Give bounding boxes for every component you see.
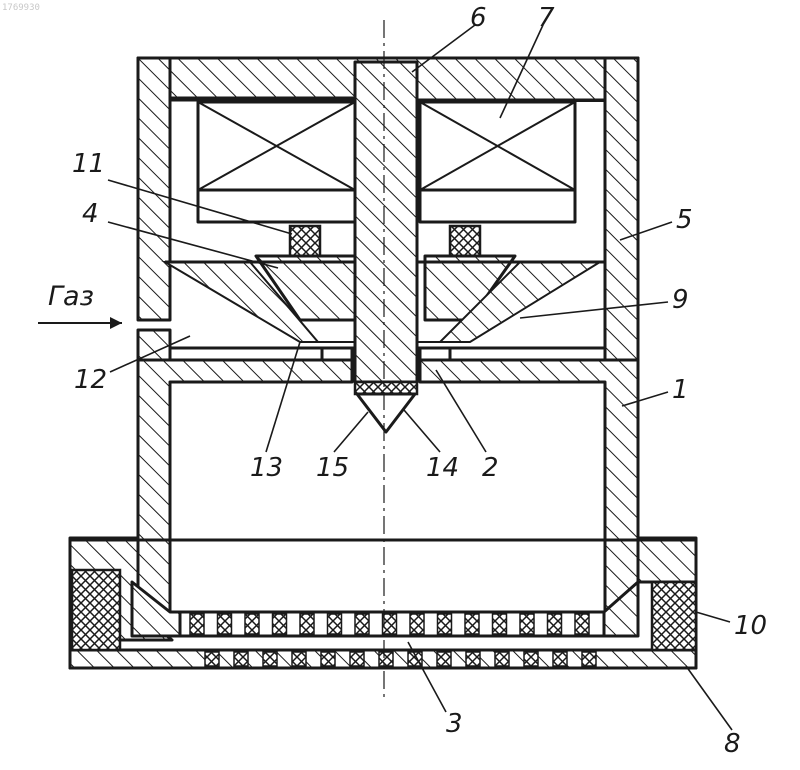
label-3: 3 — [446, 709, 463, 739]
label-5: 5 — [676, 205, 693, 235]
label-6: 6 — [470, 3, 487, 33]
label-1: 1 — [672, 375, 689, 405]
label-11: 11 — [72, 149, 105, 179]
perforation-hole — [493, 614, 507, 634]
label-12: 12 — [74, 365, 107, 395]
label-9: 9 — [672, 285, 689, 315]
perforation-hole — [273, 614, 287, 634]
label-14: 14 — [426, 453, 459, 483]
perforation-hole — [263, 652, 277, 666]
perforation-hole — [245, 614, 259, 634]
perforation-hole — [495, 652, 509, 666]
label-7: 7 — [538, 3, 555, 33]
label-10: 10 — [734, 611, 767, 641]
perforation-hole — [582, 652, 596, 666]
label-2: 2 — [482, 453, 499, 483]
perforation-hole — [205, 652, 219, 666]
label-13: 13 — [250, 453, 283, 483]
perforation-hole — [410, 614, 424, 634]
perforation-hole — [350, 652, 364, 666]
perforation-hole — [437, 652, 451, 666]
perforation-hole — [520, 614, 534, 634]
needle-rod — [355, 62, 417, 432]
perforation-hole — [465, 614, 479, 634]
label-15: 15 — [316, 453, 349, 483]
label-4: 4 — [82, 199, 99, 229]
perforation-hole — [438, 614, 452, 634]
perforation-hole — [548, 614, 562, 634]
perforation-hole — [234, 652, 248, 666]
perforations-inner — [190, 614, 589, 634]
perforation-hole — [553, 652, 567, 666]
gas-inlet-arrow — [38, 317, 122, 329]
perforation-hole — [300, 614, 314, 634]
perforation-hole — [292, 652, 306, 666]
lower-body — [70, 360, 696, 640]
perforation-hole — [190, 614, 204, 634]
perforation-hole — [321, 652, 335, 666]
perforation-hole — [218, 614, 232, 634]
perforation-hole — [524, 652, 538, 666]
perforation-hole — [466, 652, 480, 666]
perforation-hole — [328, 614, 342, 634]
perforation-hole — [355, 614, 369, 634]
perforation-hole — [575, 614, 589, 634]
perforation-hole — [379, 652, 393, 666]
archive-stamp: 1769930 — [2, 3, 40, 13]
gas-label: Газ — [48, 281, 94, 312]
label-8: 8 — [724, 729, 741, 759]
